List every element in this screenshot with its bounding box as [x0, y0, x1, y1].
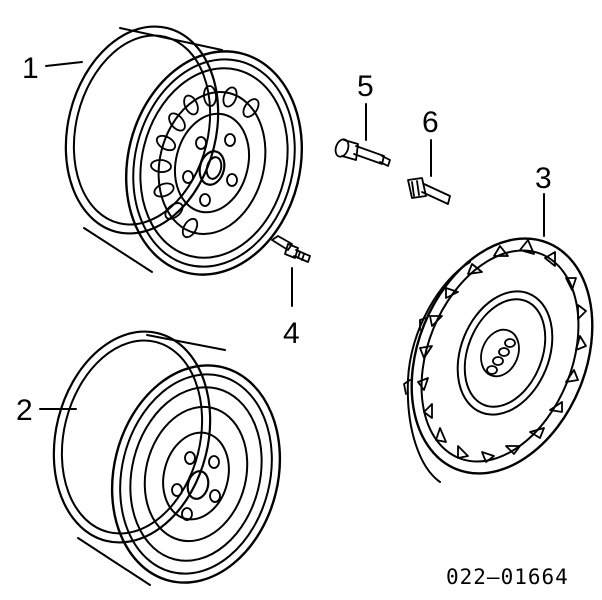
drawing-number: 022–01664 [446, 565, 569, 589]
callout-6: 6 [422, 106, 439, 139]
steel-wheel-slotted [64, 25, 304, 276]
wheel-cover [403, 237, 594, 483]
callout-2: 2 [16, 394, 33, 427]
cover-vents [417, 239, 587, 463]
steel-wheel-plain [52, 330, 282, 586]
cooling-slots [150, 85, 260, 239]
brand-emblem [480, 328, 520, 378]
callout-4: 4 [283, 317, 300, 350]
callout-1: 1 [22, 52, 39, 85]
lug-holes [171, 451, 221, 521]
leader-lines [39, 61, 545, 410]
wheel-bolt [271, 235, 311, 263]
callout-5: 5 [357, 70, 374, 103]
valve-stem [334, 138, 391, 167]
lug-holes [182, 133, 238, 207]
callout-3: 3 [535, 162, 552, 195]
valve-stem-metal [407, 177, 451, 205]
